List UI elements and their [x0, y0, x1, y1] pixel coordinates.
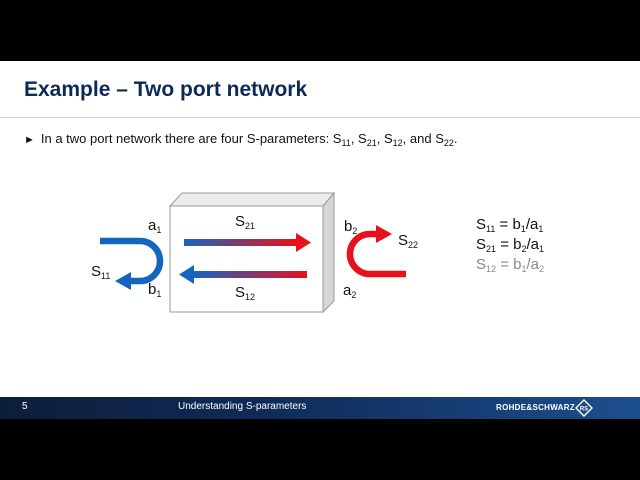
s11-curve: [100, 237, 164, 285]
equation-s11: S11 = b1/a1: [476, 216, 544, 234]
label-s12: S12: [235, 284, 256, 302]
label-s22: S22: [398, 232, 419, 250]
s22-arrow-head-icon: [376, 225, 392, 243]
s22-curve: [346, 230, 406, 278]
network-box-side: [322, 191, 335, 314]
reverse-arrow-s12: [179, 265, 307, 284]
forward-arrow-s21: [184, 233, 311, 252]
network-box-front: [169, 205, 324, 313]
reverse-arrow-shaft: [194, 271, 307, 278]
network-box-top: [168, 192, 336, 207]
brand-name: ROHDE&SCHWARZ: [496, 403, 576, 412]
network-box: [168, 191, 336, 314]
s11-reflection-arrow: [100, 237, 164, 290]
slide-title: Example – Two port network: [24, 78, 308, 101]
label-a1: a1: [148, 217, 162, 235]
label-b1: b1: [148, 281, 162, 299]
equation-s21: S21 = b2/a1: [476, 236, 545, 254]
svg-text:RS: RS: [580, 407, 588, 413]
two-port-diagram: [100, 191, 406, 314]
bullet-point: ►In a two port network there are four S-…: [24, 131, 458, 148]
label-b2: b2: [344, 218, 358, 236]
label-a2: a2: [343, 282, 357, 300]
label-s11: S11: [91, 263, 111, 281]
s11-arrow-head-icon: [115, 272, 131, 290]
s22-reflection-arrow: [346, 225, 406, 278]
reverse-arrow-head-icon: [179, 265, 194, 284]
page-number: 5: [22, 401, 28, 412]
label-s21: S21: [235, 213, 256, 231]
footer-topic: Understanding S-parameters: [178, 401, 307, 412]
bullet-marker-icon: ►: [24, 134, 35, 146]
forward-arrow-shaft: [184, 239, 296, 246]
slide: Example – Two port network ►In a two por…: [0, 61, 640, 419]
forward-arrow-head-icon: [296, 233, 311, 252]
equation-s12: S12 = b1/a2: [476, 256, 545, 274]
title-divider: [0, 117, 640, 118]
slide-footer: 5 Understanding S-parameters ROHDE&SCHWA…: [0, 397, 640, 419]
rs-diamond-logo-icon: RS: [575, 399, 593, 417]
